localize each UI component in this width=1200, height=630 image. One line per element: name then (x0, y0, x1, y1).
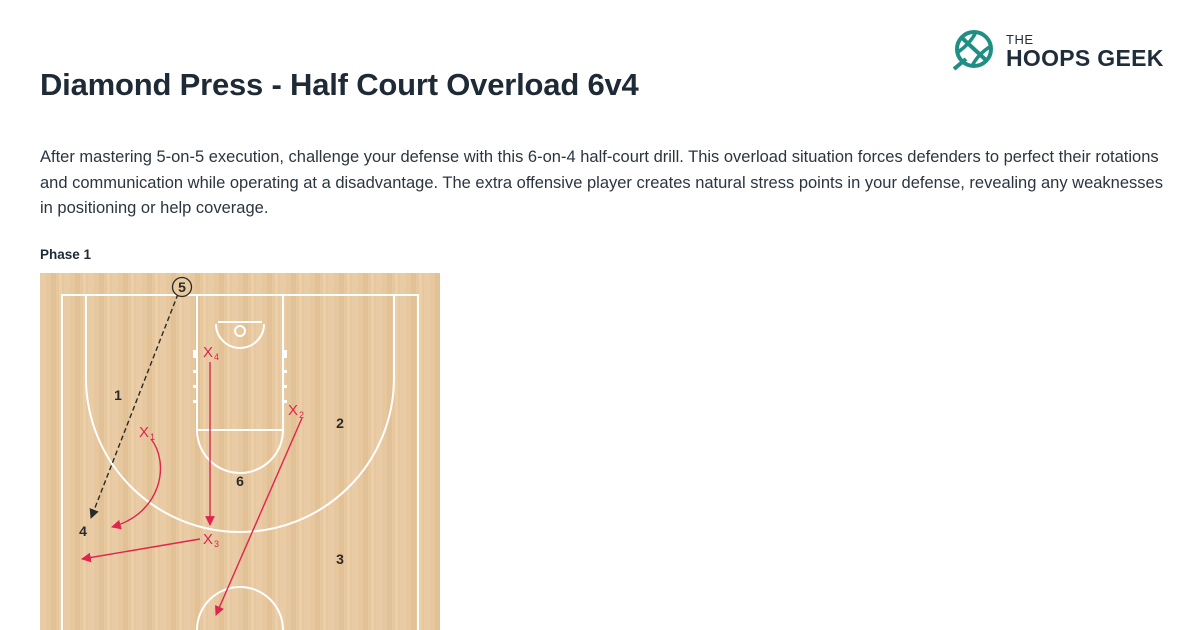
offense-player-2: 2 (336, 415, 344, 431)
court-floor (40, 273, 440, 630)
x2-rotation-arrow (215, 417, 303, 616)
x1-rotation-arrow (111, 438, 162, 530)
svg-text:X: X (203, 531, 213, 548)
page-title: Diamond Press - Half Court Overload 6v4 (40, 67, 639, 102)
offense-player-4: 4 (79, 523, 87, 539)
svg-text:1: 1 (150, 432, 155, 442)
brand-name: HOOPS GEEK (1006, 45, 1164, 71)
svg-text:2: 2 (299, 410, 304, 420)
offense-player-5: 5 (178, 279, 186, 295)
defender-x1: X 1 (139, 424, 155, 442)
x3-rotation-arrow (81, 538, 201, 563)
offense-player-3: 3 (336, 551, 344, 567)
defender-x2: X 2 (288, 402, 304, 420)
phase-label: Phase 1 (40, 247, 92, 262)
brand-small-text: THE (1006, 32, 1034, 47)
svg-text:X: X (203, 344, 213, 361)
brand-logo[interactable]: THE HOOPS GEEK (952, 28, 1163, 74)
basketball-logo-icon (952, 30, 993, 71)
drill-description: After mastering 5-on-5 execution, challe… (40, 148, 1163, 217)
ball-handler-circle (171, 276, 193, 298)
svg-text:X: X (139, 424, 149, 441)
movement-arrows (81, 293, 303, 616)
svg-text:3: 3 (214, 539, 219, 549)
offense-player-1: 1 (114, 387, 122, 403)
svg-text:X: X (288, 402, 298, 419)
defender-x3: X 3 (203, 531, 219, 549)
pass-arrow (89, 293, 179, 519)
court-lines (61, 294, 419, 630)
svg-text:4: 4 (214, 352, 219, 362)
lane-ticks (193, 350, 287, 403)
defender-x4: X 4 (203, 344, 219, 362)
court-diagram: 5 1 2 6 4 3 X 4 X 2 X 1 X 3 (40, 273, 440, 630)
offense-player-6: 6 (236, 473, 244, 489)
